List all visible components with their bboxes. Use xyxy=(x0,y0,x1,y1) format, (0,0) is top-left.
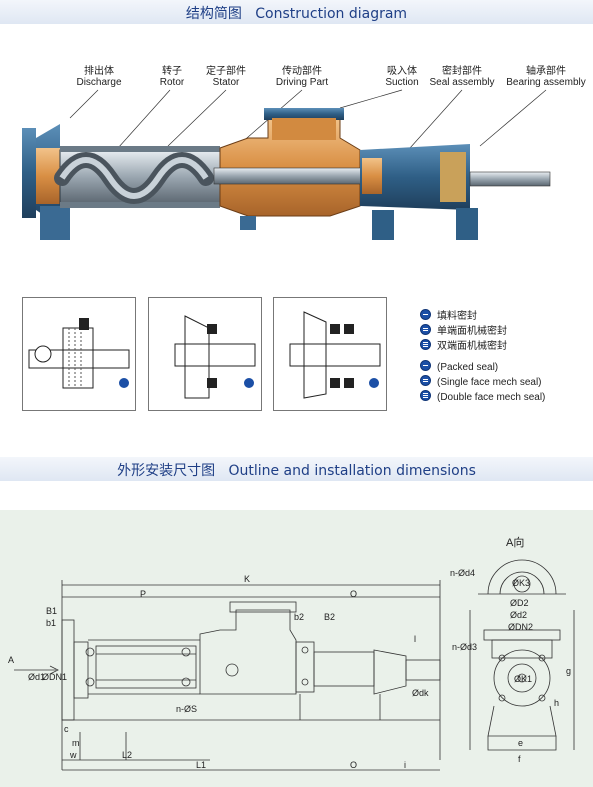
dim-e: e xyxy=(518,738,524,748)
discharge-flange xyxy=(22,128,36,218)
legend-item: (Packed seal) xyxy=(420,360,545,375)
legend-triple-bar-icon xyxy=(420,339,431,350)
dim-K1: ØK1 xyxy=(514,674,533,684)
dim-m: m xyxy=(72,738,80,748)
dim-dk: Ødk xyxy=(412,688,429,698)
dim-w: w xyxy=(70,750,77,760)
dim-B2: B2 xyxy=(324,612,336,622)
dim-DN2: ØDN2 xyxy=(508,622,534,632)
dim-P: P xyxy=(140,589,147,599)
construction-title-cn: 结构简图 xyxy=(185,6,242,22)
dim-L2: L2 xyxy=(122,750,133,760)
dim-B1: B1 xyxy=(46,606,58,616)
section-header-outline xyxy=(0,457,593,481)
dim-h: h xyxy=(554,698,560,708)
dim-d2: Ød2 xyxy=(510,610,528,620)
outline-drawing-sheet: K P O B1 b1 b2 B2 l A Ød1 ØDN1 n-ØS Ødk … xyxy=(0,510,593,787)
outline-drawing xyxy=(14,559,575,771)
legend-triple-bar-icon xyxy=(420,390,431,401)
legend-item: 双端面机械密封 xyxy=(420,339,545,354)
dim-O-bottom: O xyxy=(350,760,358,770)
legend-single-bar-icon xyxy=(420,360,431,371)
dim-nd3: n-Ød3 xyxy=(452,642,478,652)
legend-item: 填料密封 xyxy=(420,309,545,324)
pump-cross-section xyxy=(22,89,551,240)
outline-title: 外形安装尺寸图 Outline and installation dimensi… xyxy=(0,460,593,480)
dim-K: K xyxy=(244,574,251,584)
dim-K3: ØK3 xyxy=(512,578,531,588)
suction-body xyxy=(219,117,361,217)
legend-item: 单端面机械密封 xyxy=(420,324,545,339)
dim-l-top: l xyxy=(414,634,416,644)
dim-nS: n-ØS xyxy=(176,704,198,714)
legend-double-bar-icon xyxy=(420,324,431,335)
dim-D2: ØD2 xyxy=(510,598,529,608)
outline-title-cn: 外形安装尺寸图 xyxy=(117,463,216,479)
outline-title-en: Outline and installation dimensions xyxy=(228,463,476,479)
dim-d1: Ød1 xyxy=(28,672,46,682)
legend-item: (Double face mech seal) xyxy=(420,390,545,405)
construction-title-en: Construction diagram xyxy=(255,6,408,22)
drive-shaft xyxy=(469,171,551,187)
dim-nd4: n-Ød4 xyxy=(450,568,476,578)
dim-b1: b1 xyxy=(46,618,57,628)
dim-view-A-arrow: A xyxy=(8,655,15,665)
dim-O: O xyxy=(350,589,358,599)
seal-panel-double xyxy=(273,297,387,411)
dim-g: g xyxy=(566,666,572,676)
dim-DN1: ØDN1 xyxy=(42,672,68,682)
dim-c: c xyxy=(64,724,69,734)
legend-double-bar-icon xyxy=(420,375,431,386)
dim-i: i xyxy=(404,760,406,770)
seal-panel-packed xyxy=(22,297,136,411)
legend-item: (Single face mech seal) xyxy=(420,375,545,390)
seal-panel-single xyxy=(148,297,262,411)
seal-legend: 填料密封 单端面机械密封 双端面机械密封 (Packed seal) (Sing… xyxy=(420,309,545,405)
construction-title: 结构简图 Construction diagram xyxy=(0,3,593,23)
view-A-title: A向 xyxy=(506,537,525,549)
dim-L1: L1 xyxy=(196,760,207,770)
legend-single-bar-icon xyxy=(420,309,431,320)
dim-f: f xyxy=(518,754,521,764)
section-header-construction xyxy=(0,0,593,24)
dim-b2: b2 xyxy=(294,612,305,622)
